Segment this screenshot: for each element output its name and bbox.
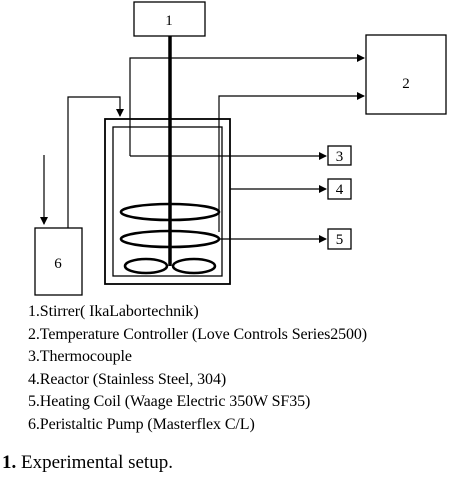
pump-label: 6 [54, 256, 62, 272]
stirrer-label: 1 [165, 13, 173, 29]
legend: 1.Stirrer( IkaLabortechnik) 2.Temperatur… [28, 301, 367, 436]
reactor-box: 4 [327, 178, 352, 200]
legend-item-controller: 2.Temperature Controller (Love Controls … [28, 325, 368, 343]
coil-to-controller-line [218, 92, 365, 232]
thermocouple-label: 3 [336, 149, 344, 165]
legend-item-reactor: 4.Reactor (Stainless Steel, 304) [28, 370, 227, 388]
figure-caption: 1. Experimental setup. [2, 452, 173, 474]
reactor-label: 4 [336, 182, 344, 198]
setup-diagram: 1 2 6 3 4 5 [34, 1, 447, 296]
heating-coil-box: 5 [327, 228, 352, 250]
controller-box: 2 [365, 34, 447, 115]
legend-item-pump: 6.Peristaltic Pump (Masterflex C/L) [28, 415, 255, 433]
stirrer-box: 1 [133, 1, 206, 37]
reactor-vessel [104, 118, 231, 285]
legend-item-heating-coil: 5.Heating Coil (Waage Electric 350W SF35… [28, 393, 311, 410]
heating-coil-label: 5 [336, 232, 344, 248]
thermocouple-box: 3 [327, 145, 352, 166]
pump-box: 6 [34, 227, 83, 296]
heating-coil [119, 202, 221, 249]
controller-label: 2 [402, 76, 410, 92]
figure-number: 1. [2, 452, 17, 473]
stirrer-impeller [123, 257, 217, 275]
legend-item-stirrer: 1.Stirrer( IkaLabortechnik) [28, 303, 199, 320]
thermocouple-to-controller-line [129, 54, 365, 156]
legend-item-thermocouple: 3.Thermocouple [28, 348, 132, 365]
figure-caption-text: Experimental setup. [21, 452, 173, 473]
pump-feed-line [67, 96, 124, 228]
